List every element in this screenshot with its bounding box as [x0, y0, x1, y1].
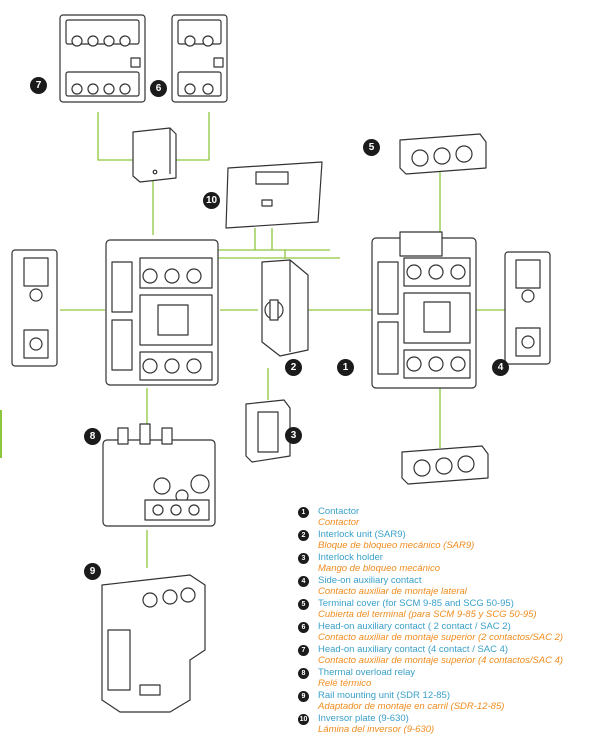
legend-number: 10 [298, 714, 309, 725]
legend-english: Contactor [318, 506, 360, 517]
legend-item: 4 Side-on auxiliary contact Contacto aux… [298, 575, 598, 597]
interlock-holder-top-drawing [132, 127, 177, 183]
legend-item: 5 Terminal cover (for SCM 9-85 and SCG 5… [298, 598, 598, 620]
terminal-cover-bottom-drawing [401, 445, 489, 485]
legend-spanish: Mango de bloqueo mecánico [318, 563, 441, 574]
legend-spanish: Relé térmico [318, 678, 372, 689]
legend-item: 1 Contactor Contactor [298, 506, 598, 528]
side-aux-left-drawing [11, 249, 58, 367]
thermal-relay-drawing [102, 423, 216, 527]
legend-item: 2 Interlock unit (SAR9) Bloque de bloque… [298, 529, 598, 551]
inversor-plate-drawing [225, 161, 323, 229]
legend-number: 6 [298, 622, 309, 633]
legend-spanish: Cubierta del terminal (para SCM 9-85 y S… [318, 609, 537, 620]
legend-number: 7 [298, 645, 309, 656]
interlock-unit-drawing [261, 259, 309, 357]
side-aux-right-drawing [504, 251, 551, 365]
legend-spanish: Lámina del inversor (9-630) [318, 724, 435, 735]
legend-item: 3 Interlock holder Mango de bloqueo mecá… [298, 552, 598, 574]
callout-badge-4: 4 [492, 359, 509, 376]
callout-badge-9: 9 [84, 563, 101, 580]
callout-badge-1: 1 [337, 359, 354, 376]
legend-spanish: Contacto auxiliar de montaje lateral [318, 586, 467, 597]
legend-spanish: Adaptador de montaje en carril (SDR-12-8… [318, 701, 505, 712]
legend-number: 8 [298, 668, 309, 679]
callout-badge-7: 7 [30, 77, 47, 94]
legend-english: Thermal overload relay [318, 667, 416, 678]
callout-badge-3: 3 [285, 427, 302, 444]
head-on-aux-4-drawing [59, 14, 146, 103]
legend-spanish: Contactor [318, 517, 360, 528]
legend-english: Terminal cover (for SCM 9-85 and SCG 50-… [318, 598, 514, 609]
terminal-cover-top-drawing [399, 133, 487, 175]
legend-english: Head-on auxiliary contact (4 contact / S… [318, 644, 509, 655]
callout-badge-2: 2 [285, 359, 302, 376]
legend-english: Interlock unit (SAR9) [318, 529, 406, 540]
legend-item: 9 Rail mounting unit (SDR 12-85) Adaptad… [298, 690, 598, 712]
legend-item: 8 Thermal overload relay Relé térmico [298, 667, 598, 689]
legend-english: Head-on auxiliary contact ( 2 contact / … [318, 621, 511, 632]
legend-english: Inversor plate (9-630) [318, 713, 409, 724]
legend-number: 1 [298, 507, 309, 518]
parts-legend: 1 Contactor Contactor 2 Interlock unit (… [298, 506, 598, 736]
callout-badge-8: 8 [84, 428, 101, 445]
legend-english: Interlock holder [318, 552, 383, 563]
rail-mount-drawing [101, 574, 206, 713]
side-accent-bar [0, 410, 2, 458]
legend-english: Side-on auxiliary contact [318, 575, 422, 586]
legend-number: 5 [298, 599, 309, 610]
legend-item: 7 Head-on auxiliary contact (4 contact /… [298, 644, 598, 666]
connector-lines [60, 112, 505, 568]
legend-item: 10 Inversor plate (9-630) Lámina del inv… [298, 713, 598, 735]
callout-badge-10: 10 [203, 192, 220, 209]
legend-spanish: Contacto auxiliar de montaje superior (2… [318, 632, 564, 643]
legend-number: 9 [298, 691, 309, 702]
legend-number: 4 [298, 576, 309, 587]
legend-spanish: Contacto auxiliar de montaje superior (4… [318, 655, 564, 666]
legend-number: 2 [298, 530, 309, 541]
callout-badge-6: 6 [150, 80, 167, 97]
interlock-holder-drawing [245, 399, 291, 463]
legend-number: 3 [298, 553, 309, 564]
contactor-left-drawing [105, 239, 219, 386]
legend-item: 6 Head-on auxiliary contact ( 2 contact … [298, 621, 598, 643]
contactor-right-drawing [371, 231, 477, 389]
callout-badge-5-top: 5 [363, 139, 380, 156]
legend-english: Rail mounting unit (SDR 12-85) [318, 690, 451, 701]
legend-spanish: Bloque de bloqueo mecánico (SAR9) [318, 540, 475, 551]
head-on-aux-2-drawing [171, 14, 228, 103]
